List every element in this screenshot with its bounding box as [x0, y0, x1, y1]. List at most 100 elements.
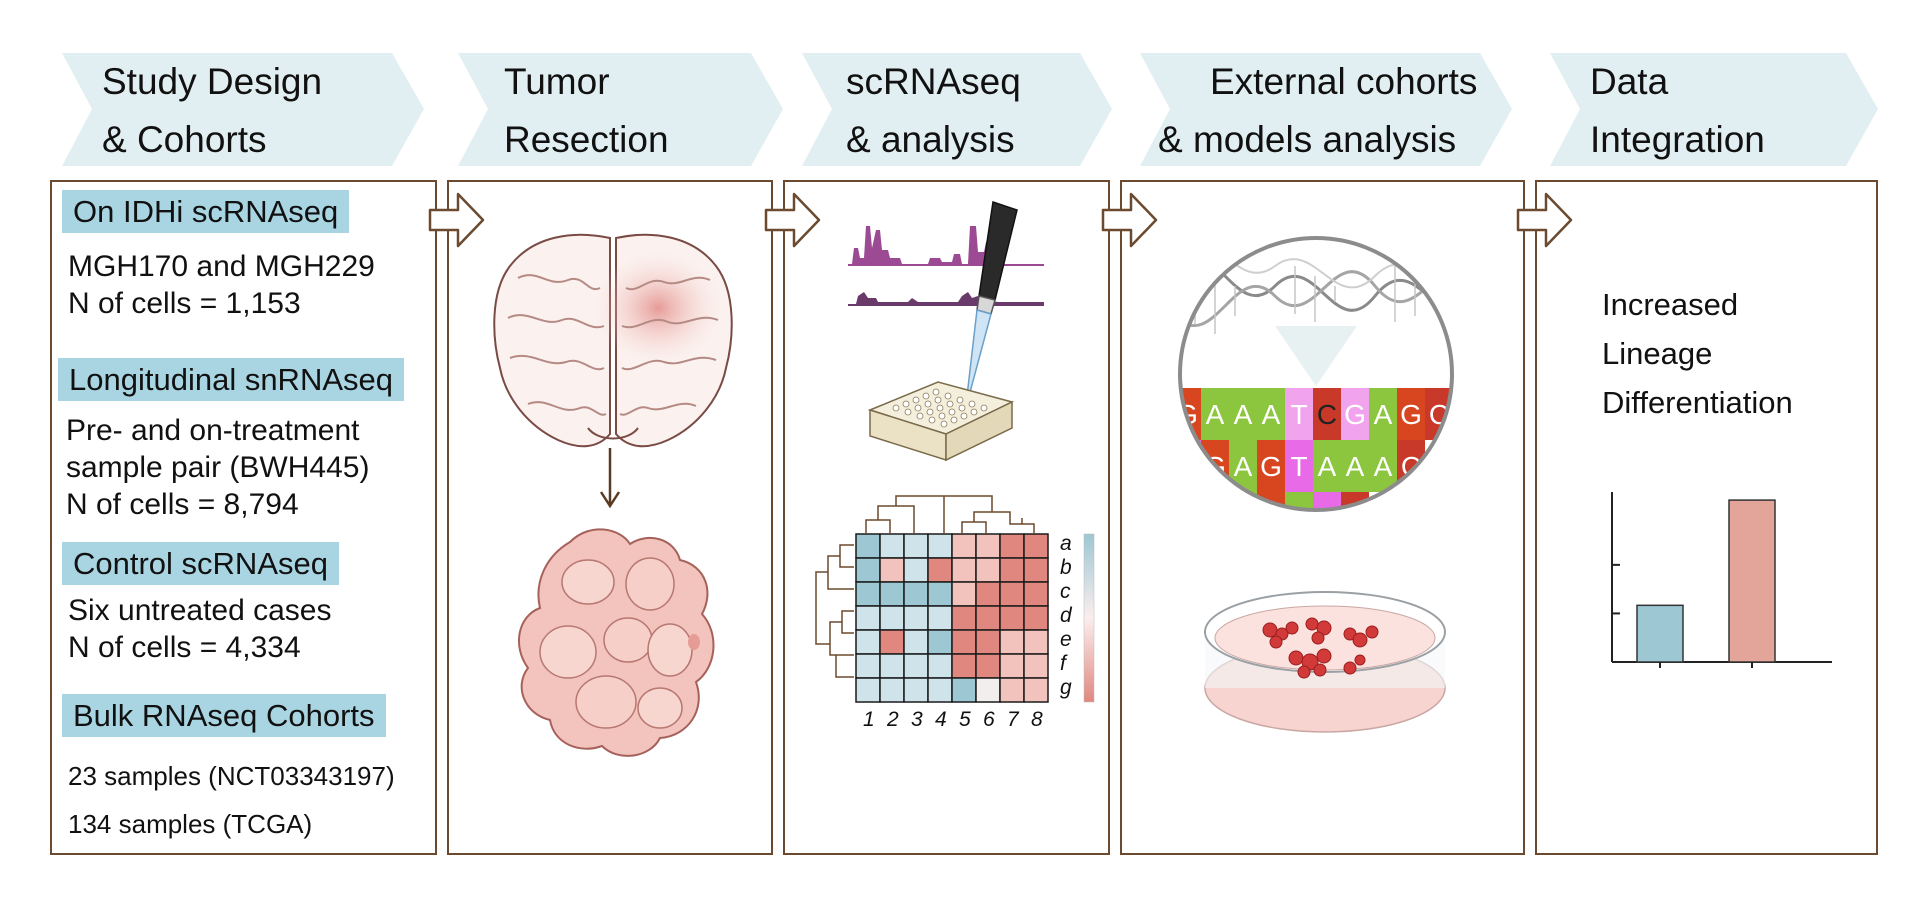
connector-arrow-icon: [1101, 192, 1158, 248]
bar: [1728, 499, 1776, 663]
pipette-icon: [966, 201, 1018, 397]
heatmap-cell: [927, 533, 953, 559]
heatmap-cell: [951, 629, 977, 655]
stage-title: Study Design & Cohorts: [102, 53, 322, 169]
dna-base-cell: [1313, 492, 1341, 510]
dna-base-letter: T: [1318, 503, 1335, 522]
cohort-line: N of cells = 4,334: [68, 631, 301, 664]
panel-scrnaseq: [783, 180, 1110, 855]
stage-title: Data Integration: [1590, 53, 1765, 169]
cohort-label-longitudinal: Longitudinal snRNAseq: [58, 358, 404, 401]
panel-study-design: [50, 180, 437, 855]
heatmap-col-label: 4: [935, 708, 947, 731]
stage-line1: Tumor: [504, 61, 610, 102]
heatmap-cell: [855, 581, 881, 607]
heatmap-cell: [1023, 629, 1049, 655]
heatmap-cell: [855, 557, 881, 583]
heatmap-cell: [975, 605, 1001, 631]
heatmap-cell: [999, 581, 1025, 607]
heatmap-cell: [951, 605, 977, 631]
heatmap-cell: [951, 533, 977, 559]
dna-base-cell: [1180, 492, 1201, 510]
heatmap-cell: [999, 677, 1025, 703]
stage-chevron-data-integration: Data Integration: [1550, 53, 1878, 166]
dna-base-cell: [1341, 388, 1369, 440]
dna-base-cell: [1257, 440, 1285, 492]
dna-base-cell: [1285, 388, 1313, 440]
dna-base-letter: A: [1346, 451, 1365, 482]
dna-base-letter: A: [1318, 451, 1337, 482]
bar: [1636, 604, 1684, 663]
cohort-details-control: Six untreated cases N of cells = 4,334: [68, 592, 331, 666]
heatmap-cell: [855, 533, 881, 559]
dna-base-cell: [1341, 440, 1369, 492]
column-dendrogram: [865, 495, 1035, 534]
cohort-line: 134 samples (TCGA): [68, 809, 313, 839]
connector-arrow-icon: [428, 192, 485, 248]
well-plate-icon: [867, 381, 1015, 462]
color-scale-bar: [1083, 533, 1095, 703]
heatmap-row-label: a: [1060, 532, 1072, 555]
dna-base-letter: A: [1206, 399, 1225, 430]
dna-base-cell: [1369, 388, 1397, 440]
dna-base-cell: [1201, 492, 1229, 510]
heatmap-cell: [975, 629, 1001, 655]
dna-base-letter: A: [1290, 503, 1309, 522]
heatmap-cell: [903, 677, 929, 703]
dna-base-cell: [1313, 440, 1341, 492]
heatmap-cell: [951, 581, 977, 607]
stage-line2: & models analysis: [1158, 119, 1457, 160]
heatmap-cell: [927, 581, 953, 607]
connector-arrow-icon: [1516, 192, 1573, 248]
heatmap-col-label: 2: [887, 708, 899, 731]
cohort-line: 23 samples (NCT03343197): [68, 761, 395, 791]
stage-title: Tumor Resection: [504, 53, 669, 169]
cohort-line: sample pair (BWH445): [66, 451, 370, 484]
heatmap-cell: [903, 629, 929, 655]
heatmap-col-label: 8: [1031, 708, 1043, 731]
dna-base-letter: A: [1262, 399, 1281, 430]
heatmap-row-label: c: [1060, 580, 1071, 603]
stage-line2: & analysis: [846, 119, 1015, 160]
heatmap-cell: [855, 605, 881, 631]
heatmap-cell: [951, 677, 977, 703]
dna-base-cell: [1229, 388, 1257, 440]
cohort-line: MGH170 and MGH229: [68, 250, 375, 283]
dna-base-letter: A: [1234, 451, 1253, 482]
heatmap-cell: [927, 605, 953, 631]
heatmap-row-label: d: [1060, 604, 1072, 627]
heatmap-col-label: 3: [911, 708, 923, 731]
heatmap-row-label: e: [1060, 628, 1072, 651]
heatmap-col-label: 6: [983, 708, 995, 731]
heatmap-cell: [975, 557, 1001, 583]
heatmap-cell: [999, 557, 1025, 583]
stage-line1: Study Design: [102, 61, 323, 102]
heatmap-cell: [975, 677, 1001, 703]
heatmap-cell: [927, 557, 953, 583]
heatmap-cell: [903, 653, 929, 679]
dna-base-letter: T: [1290, 399, 1307, 430]
stage-line2: Resection: [504, 119, 669, 160]
integration-text: Increased Lineage Differentiation: [1602, 280, 1793, 427]
chevron-shape: [1140, 53, 1512, 166]
integration-bar-chart: [1611, 492, 1832, 668]
stage-chevron-external-cohorts: External cohorts & models analysis: [1140, 53, 1512, 166]
dna-base-letter: G: [1204, 503, 1226, 522]
heatmap-cell: [975, 653, 1001, 679]
row-dendrogram: [815, 544, 854, 678]
heatmap-cell: [879, 653, 905, 679]
stage-chevron-tumor-resection: Tumor Resection: [458, 53, 783, 166]
heatmap-cell: [999, 653, 1025, 679]
cohort-line: N of cells = 1,153: [68, 287, 301, 320]
dna-base-cell: [1313, 388, 1341, 440]
heatmap-col-label: 5: [959, 708, 971, 731]
cohort-line: Pre- and on-treatment: [66, 414, 360, 447]
heatmap-dendrogram: [815, 495, 1095, 703]
cohort-details-bulk: 23 samples (NCT03343197) 134 samples (TC…: [68, 752, 395, 848]
stage-line1: scRNAseq: [846, 61, 1021, 102]
chevron-shape: [62, 53, 424, 166]
cohort-label-on-idhi: On IDHi scRNAseq: [62, 190, 350, 233]
heatmap-cell: [927, 629, 953, 655]
heatmap-col-label: 1: [863, 708, 875, 731]
